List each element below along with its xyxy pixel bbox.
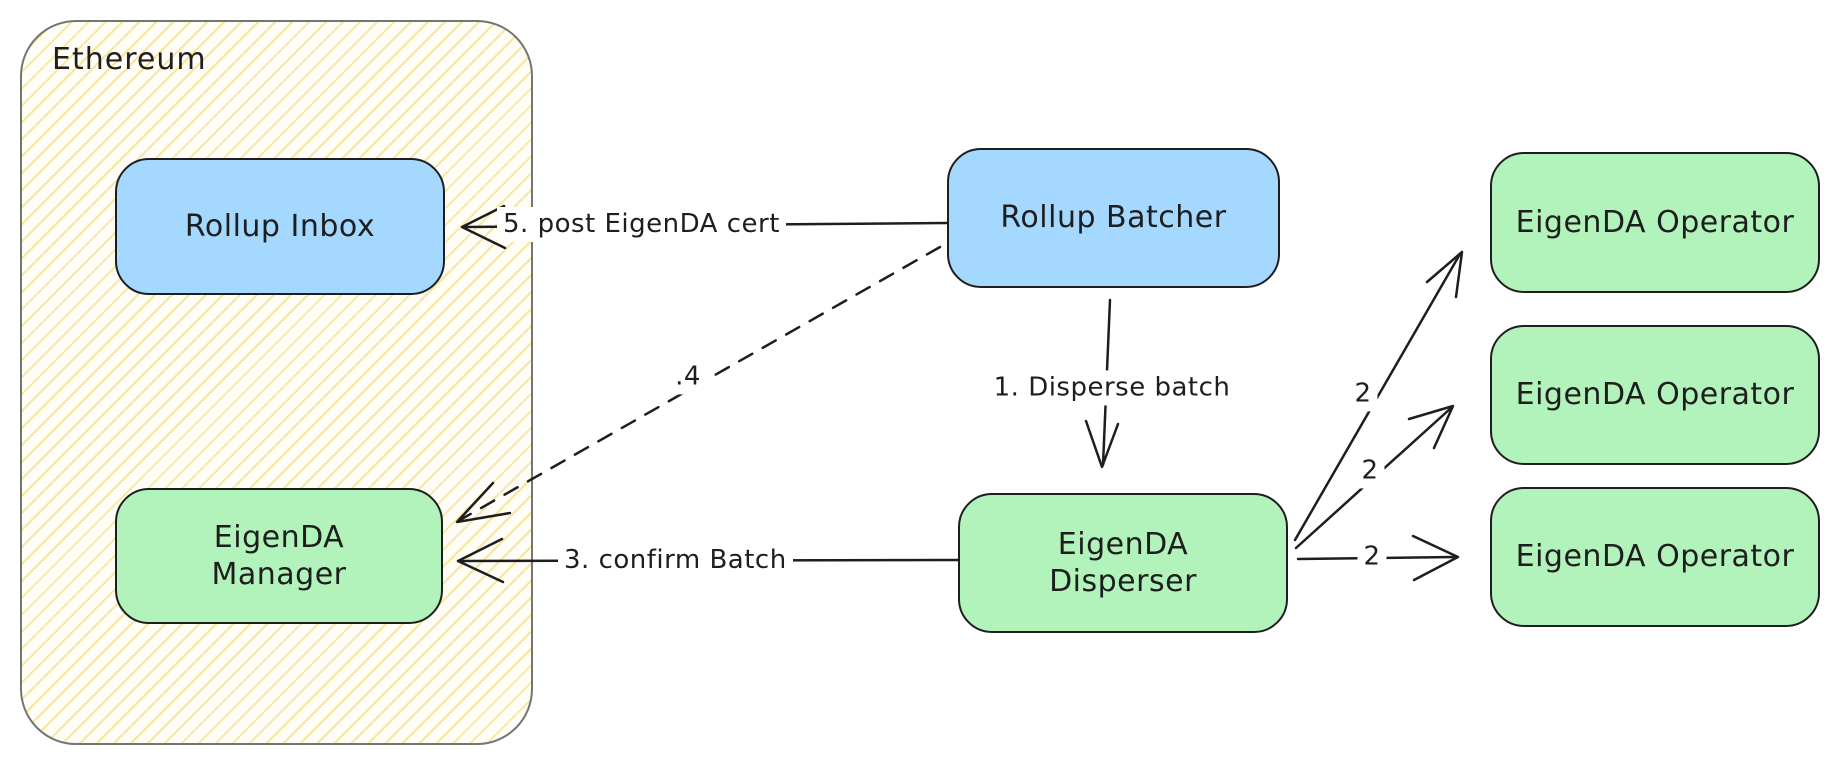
node-label: EigenDA Operator: [1515, 377, 1795, 413]
edge-label-confirm-batch: 3. confirm Batch: [558, 543, 793, 579]
edge-label-2-operator-1: 2: [1348, 376, 1378, 412]
ethereum-label: Ethereum: [52, 42, 207, 77]
node-label: Rollup Inbox: [184, 208, 376, 244]
node-label: Disperser: [1049, 564, 1197, 599]
node-label: Rollup Batcher: [1000, 200, 1227, 236]
node-label: EigenDA Operator: [1515, 204, 1795, 240]
node-label: EigenDA Operator: [1515, 539, 1795, 575]
edge-label-retrieve: .4: [669, 359, 707, 395]
node-label: EigenDA: [1057, 526, 1189, 562]
node-eigenda-manager: EigenDA Manager: [115, 488, 443, 624]
edge-label-2-operator-3: 2: [1357, 539, 1387, 575]
node-eigenda-operator-2: EigenDA Operator: [1490, 325, 1820, 465]
node-eigenda-operator-3: EigenDA Operator: [1490, 487, 1820, 627]
node-label: Manager: [211, 557, 347, 592]
edge-label-disperse-batch: 1. Disperse batch: [987, 370, 1237, 406]
arrow-to-operator-1: [1293, 250, 1464, 542]
node-rollup-inbox: Rollup Inbox: [115, 158, 445, 295]
node-label: EigenDA: [213, 519, 345, 555]
edge-label-2-operator-2: 2: [1355, 453, 1385, 489]
node-eigenda-disperser: EigenDA Disperser: [958, 493, 1288, 633]
node-eigenda-operator-1: EigenDA Operator: [1490, 152, 1820, 293]
edge-label-post-cert: 5. post EigenDA cert: [497, 207, 786, 243]
node-rollup-batcher: Rollup Batcher: [947, 148, 1280, 288]
ethereum-container: [20, 20, 533, 745]
